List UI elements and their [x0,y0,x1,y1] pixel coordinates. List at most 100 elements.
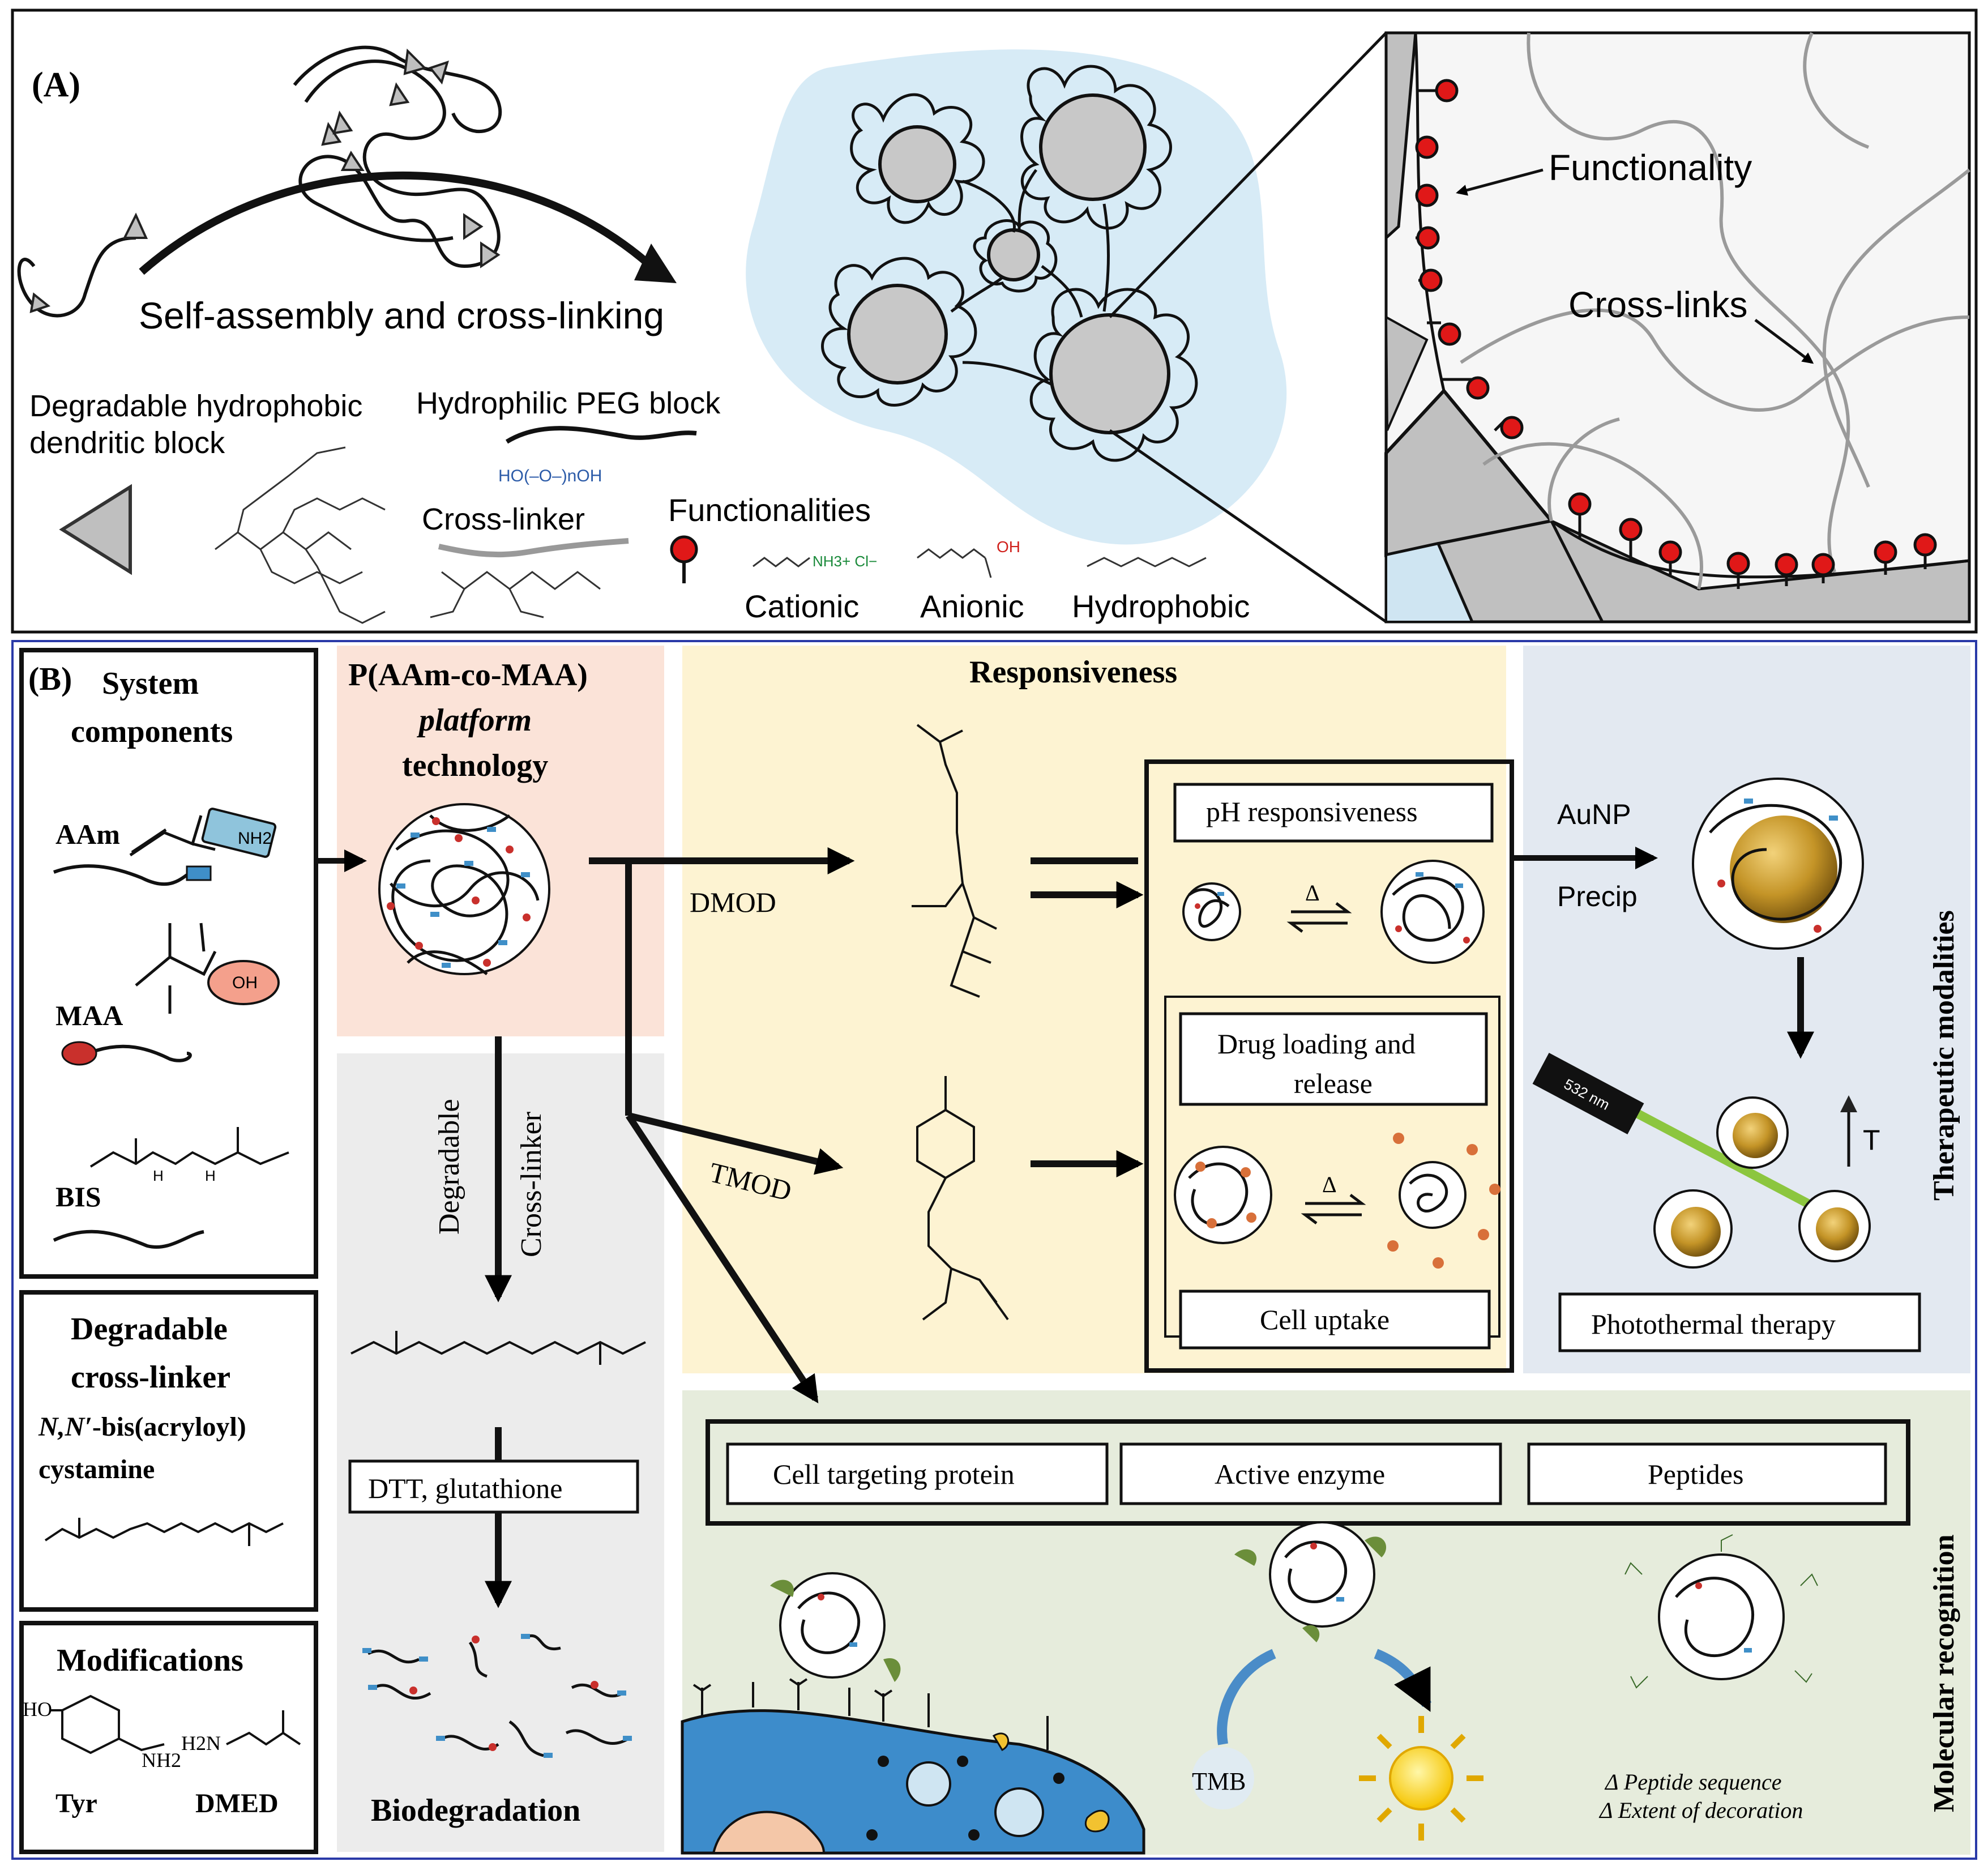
micelle-core-2 [1039,93,1147,201]
micelle-cluster [821,65,1198,462]
zoom-line-top [1109,32,1387,318]
tangled-polymer [17,45,502,318]
micelle-core-3 [987,228,1040,281]
hydrophobic-block-label-2: dendritic block [29,426,225,460]
molecular-label: Molecular recognition [1928,1534,1960,1812]
degradable-crosslinker-box [19,1290,318,1612]
dmod-label: DMOD [690,886,776,918]
tyr-nh2: NH2 [142,1749,181,1771]
modifications-title: Modifications [57,1643,243,1678]
dtt-label: DTT, glutathione [368,1472,562,1504]
enzyme-nanogel [1234,1521,1387,1642]
hydrophobic-structure [1087,557,1207,567]
panel-a-label: (A) [32,66,80,104]
drug-delta: Δ [1322,1172,1337,1197]
peg-formula: HO(–O–)nOH [498,467,602,485]
enzyme-arc-right [1374,1649,1432,1712]
photothermal-nanogel-2 [1653,1189,1733,1269]
ph-delta: Δ [1305,880,1320,906]
responsiveness-title: Responsiveness [969,655,1177,690]
maa-structure [135,923,217,1014]
ph-box [1173,783,1494,843]
enzyme-arc-left [1217,1649,1276,1745]
peptides-box [1527,1442,1887,1505]
responsive-bg [682,646,1506,1373]
functionalities-label: Functionalities [668,492,871,528]
aam-unit-icon [186,865,212,881]
functionality-pointer [1456,168,1544,196]
aam-nh2: NH2 [238,829,272,848]
cell-nucleus [712,1811,826,1854]
ph-label: pH responsiveness [1206,796,1418,827]
platform-title-1: P(AAm-co-MAA) [348,658,588,693]
cross-linker-strand [438,538,629,558]
drug-loading-box [1179,1012,1488,1106]
aam-amide-highlight [201,808,277,858]
targeting-nanogel [770,1572,901,1682]
cationic-structure [753,557,810,567]
sun-icon [1359,1716,1483,1841]
degraded-fragments [367,1634,630,1757]
panel-a: (A) Self-assembly and cross-linking Degr… [11,8,1978,634]
vesicle-2 [994,1787,1044,1837]
dendron-structure [215,446,386,624]
bis-label: BIS [55,1181,101,1212]
arrow-caption: Self-assembly and cross-linking [139,294,664,336]
aam-structure [129,815,216,857]
panel-b-label: (B) [28,660,72,697]
crosslinker-rotated: Cross-linker [515,1112,548,1257]
zoom-line-bottom [1109,429,1387,624]
fragment-red-units [409,1636,598,1751]
photothermal-nanogel-3 [1798,1190,1871,1262]
tmb-circle [1192,1747,1254,1809]
crosslinker-name-1: N,N′-bis(acryloyl) [38,1412,246,1442]
drug-loading-1: Drug loading and [1217,1028,1416,1060]
cell-dots [866,1756,1064,1841]
dmed-structure [226,1710,301,1746]
drug-loaded-nanogel [1174,1146,1272,1244]
cell-uptake-box [1179,1290,1491,1350]
aam-label: AAm [55,818,120,850]
platform-nanogel[interactable] [378,803,550,976]
platform-blue-units [396,827,530,968]
degradable-title-1: Degradable [71,1312,228,1347]
tyr-ho: HO [23,1698,52,1720]
temperature-label: T [1863,1124,1880,1156]
peptide-nanogel [1624,1534,1818,1689]
ph-small-nanogel [1182,882,1241,941]
responsive-outer-box [1144,759,1514,1373]
therapeutic-bg [1523,646,1970,1373]
hydrophobic-block-label-1: Degradable hydrophobic [29,389,362,423]
zoom-functionality-label: Functionality [1549,147,1752,188]
anionic-label: Anionic [920,588,1024,624]
cell-proteins [992,1732,1110,1833]
degradable-title-2: cross-linker [71,1360,230,1395]
maa-strand [96,1044,192,1062]
bis-h2: H [205,1167,216,1184]
peptides-label: Peptides [1648,1458,1743,1490]
ph-equilibrium-arrows [1286,902,1352,933]
therapeutic-label: Therapeutic modalities [1928,910,1960,1201]
functionality-pin-icon [670,535,698,583]
crosslinker-name-2: cystamine [39,1454,155,1484]
dmed-h2n: H2N [181,1732,221,1754]
modifications-box [19,1621,318,1854]
active-enzyme-label: Active enzyme [1215,1458,1385,1490]
decoration-label: Δ Extent of decoration [1598,1798,1803,1823]
self-assembly-arrowhead [634,244,677,283]
micelle-core-5 [1049,313,1170,434]
aunp-nanogel [1692,778,1864,950]
cross-linker-structure [430,571,601,618]
peg-block-label: Hydrophilic PEG block [416,386,721,420]
platform-red-units [387,817,531,967]
drug-released-nanogel [1387,1133,1500,1269]
tmod-arrow [627,1112,844,1175]
system-components-title-1: System [102,666,199,701]
molecular-arrow [625,1113,819,1404]
hydrophobic-label: Hydrophobic [1072,588,1250,624]
panel-b: (B) System components NH2 AAm OH MAA H H… [11,640,1977,1860]
functional-pins [1415,79,1937,589]
cell-targeting-label: Cell targeting protein [773,1458,1015,1490]
peptide-sequence-label: Δ Peptide sequence [1604,1769,1782,1795]
cystamine-structure [44,1518,284,1546]
